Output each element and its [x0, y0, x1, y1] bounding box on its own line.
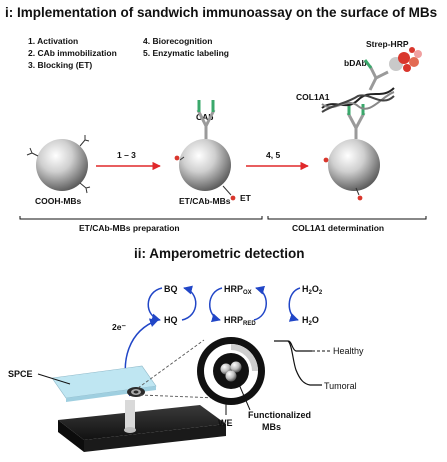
- step-list: 1. Activation 2. CAb immobilization 3. B…: [28, 36, 229, 70]
- arrow1-label: 1 – 3: [117, 150, 136, 160]
- cooh-mbs-label: COOH-MBs: [35, 196, 82, 206]
- mbs-pointer: [237, 381, 251, 411]
- prep-label: ET/CAb-MBs preparation: [79, 223, 180, 233]
- cab-antibody: [346, 104, 366, 139]
- h2o-label: H2O: [302, 315, 319, 327]
- mbs-label: MBs: [262, 422, 281, 432]
- col1a1-label: COL1A1: [296, 92, 330, 102]
- bdab-antibody: [363, 59, 389, 91]
- sandwich-mb-particle: [321, 47, 422, 201]
- determination-label: COL1A1 determination: [292, 223, 384, 233]
- arrow2-label: 4, 5: [266, 150, 280, 160]
- tumoral-trace: [287, 340, 322, 386]
- col1a1-triple-helix: [321, 87, 395, 113]
- et-blocking-dot: [174, 155, 180, 161]
- spce-label: SPCE: [8, 369, 33, 379]
- step-4: 4. Biorecognition: [143, 36, 212, 46]
- spce-pointer: [37, 373, 71, 385]
- section2-title: ii: Amperometric detection: [134, 246, 305, 261]
- bq-label: BQ: [164, 284, 178, 294]
- zoom-lines: [137, 339, 219, 399]
- redox-cycle-arrows: [147, 285, 301, 323]
- we-label: WE: [218, 418, 233, 428]
- hrp-ox-label: HRPOX: [224, 284, 252, 296]
- amperometric-traces: [274, 340, 322, 386]
- step-2: 2. CAb immobilization: [28, 48, 117, 58]
- et-label: ET: [240, 193, 252, 203]
- healthy-label: Healthy: [333, 346, 364, 356]
- cooh-mb-particle: [26, 135, 91, 194]
- hrp-red-label: HRPRED: [224, 315, 256, 327]
- strep-hrp-label: Strep-HRP: [366, 39, 409, 49]
- cab-label: CAb: [196, 112, 213, 122]
- h2o2-label: H2O2: [302, 284, 323, 296]
- section1-title: i: Implementation of sandwich immunoassa…: [5, 5, 437, 20]
- healthy-trace: [274, 340, 312, 352]
- et-cab-mb-particle: [174, 100, 236, 201]
- section1-brackets: [19, 216, 427, 220]
- step-5: 5. Enzymatic labeling: [143, 48, 229, 58]
- hq-label: HQ: [164, 315, 178, 325]
- et-cab-mbs-label: ET/CAb-MBs: [179, 196, 231, 206]
- electrons-label: 2e⁻: [112, 322, 126, 332]
- step-3: 3. Blocking (ET): [28, 60, 92, 70]
- strep-hrp-cluster: [389, 47, 422, 72]
- tumoral-label: Tumoral: [324, 381, 357, 391]
- spce-electrode: [51, 365, 226, 452]
- et-blocking-dot: [230, 195, 236, 201]
- functionalized-label: Functionalized: [248, 410, 311, 420]
- step-1: 1. Activation: [28, 36, 78, 46]
- working-electrode-zoom: [197, 337, 265, 405]
- bdab-label: bDAb: [344, 58, 367, 68]
- cab-antibody: [196, 100, 216, 139]
